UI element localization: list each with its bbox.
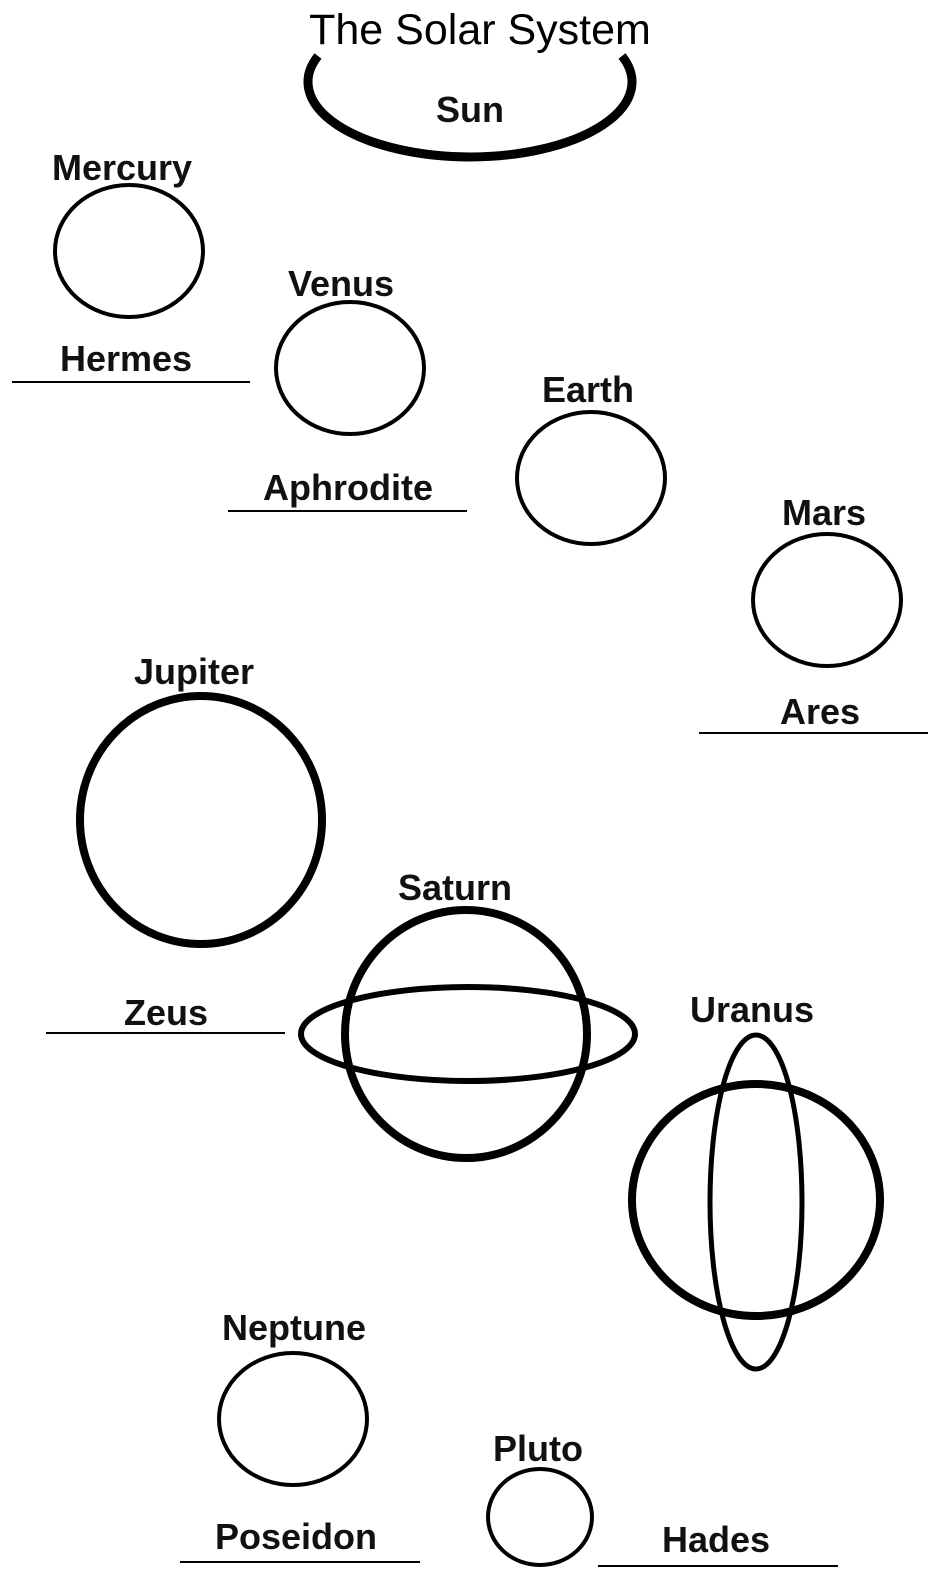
- neptune-label: Neptune: [222, 1307, 366, 1348]
- mars-shape: [753, 534, 901, 666]
- pluto-label: Pluto: [493, 1428, 583, 1469]
- earth-shape: [517, 412, 665, 544]
- earth-label: Earth: [542, 369, 634, 410]
- aphrodite-label: Aphrodite: [263, 467, 433, 508]
- mercury-label: Mercury: [52, 147, 192, 188]
- venus-shape: [276, 302, 424, 434]
- jupiter-label: Jupiter: [134, 651, 254, 692]
- jupiter-shape: [80, 696, 322, 944]
- venus-label: Venus: [288, 263, 394, 304]
- pluto-shape: [488, 1469, 592, 1565]
- uranus-label: Uranus: [690, 989, 814, 1030]
- mars-label: Mars: [782, 492, 866, 533]
- zeus-label: Zeus: [124, 992, 208, 1033]
- uranus-shape: [632, 1084, 880, 1316]
- sun-label: Sun: [436, 89, 504, 130]
- saturn-shape: [345, 910, 587, 1158]
- hermes-label: Hermes: [60, 338, 192, 379]
- neptune-shape: [219, 1353, 367, 1485]
- ares-label: Ares: [780, 691, 860, 732]
- mercury-shape: [55, 185, 203, 317]
- page-title: The Solar System: [309, 6, 651, 54]
- hades-label: Hades: [662, 1519, 770, 1560]
- poseidon-label: Poseidon: [215, 1516, 377, 1557]
- saturn-label: Saturn: [398, 867, 512, 908]
